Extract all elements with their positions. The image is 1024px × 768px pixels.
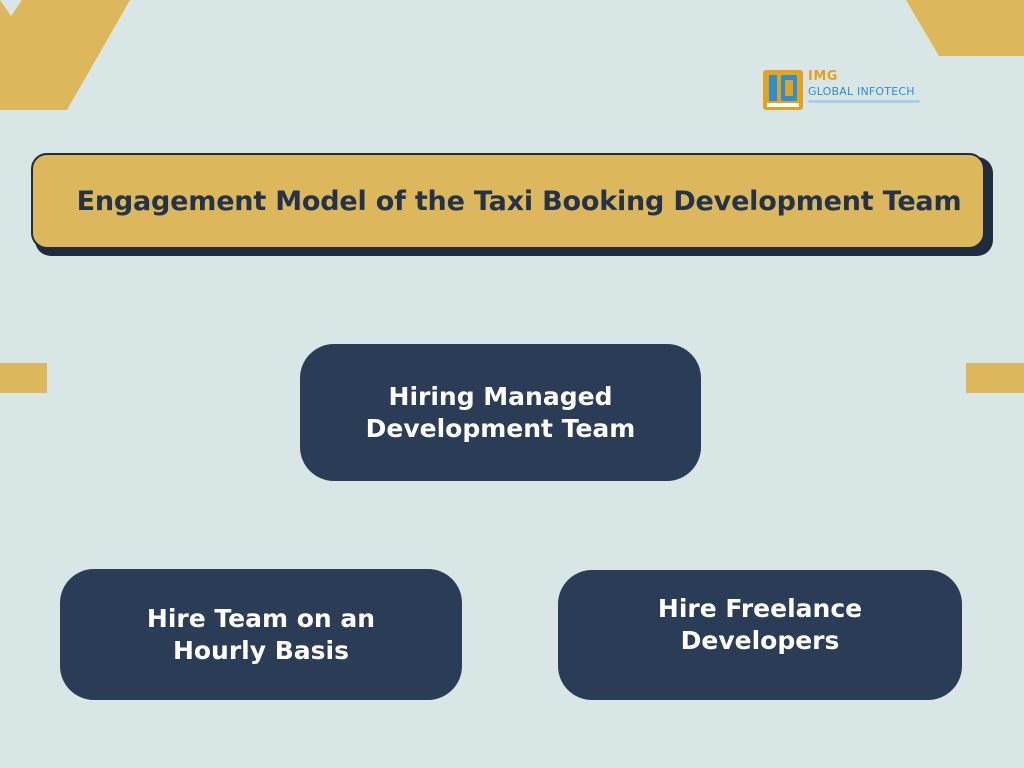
node-hire-freelance-developers: Hire Freelance Developers [558, 570, 962, 700]
decorative-corner-shape-top-left [0, 0, 130, 110]
page-title: Engagement Model of the Taxi Booking Dev… [76, 185, 962, 217]
logo-brand-line1: IMG [808, 69, 838, 84]
node-hiring-managed-development-team: Hiring Managed Development Team [300, 344, 701, 481]
node-label: Hire Freelance Developers [657, 594, 863, 655]
node-label: Hiring Managed Development Team [365, 381, 636, 443]
decorative-corner-shape-top-right [906, 0, 1024, 56]
logo-mark-icon [763, 70, 803, 110]
logo-brand-line2: GLOBAL INFOTECH [808, 85, 915, 98]
node-hire-team-hourly-basis: Hire Team on an Hourly Basis [60, 569, 462, 700]
node-label: Hire Team on an Hourly Basis [146, 603, 376, 665]
decorative-bar-left [0, 363, 47, 393]
logo-tagline-graphic [808, 100, 920, 103]
title-banner: Engagement Model of the Taxi Booking Dev… [31, 153, 985, 249]
decorative-bar-right [966, 363, 1024, 393]
company-logo: IMG GLOBAL INFOTECH [763, 68, 928, 112]
